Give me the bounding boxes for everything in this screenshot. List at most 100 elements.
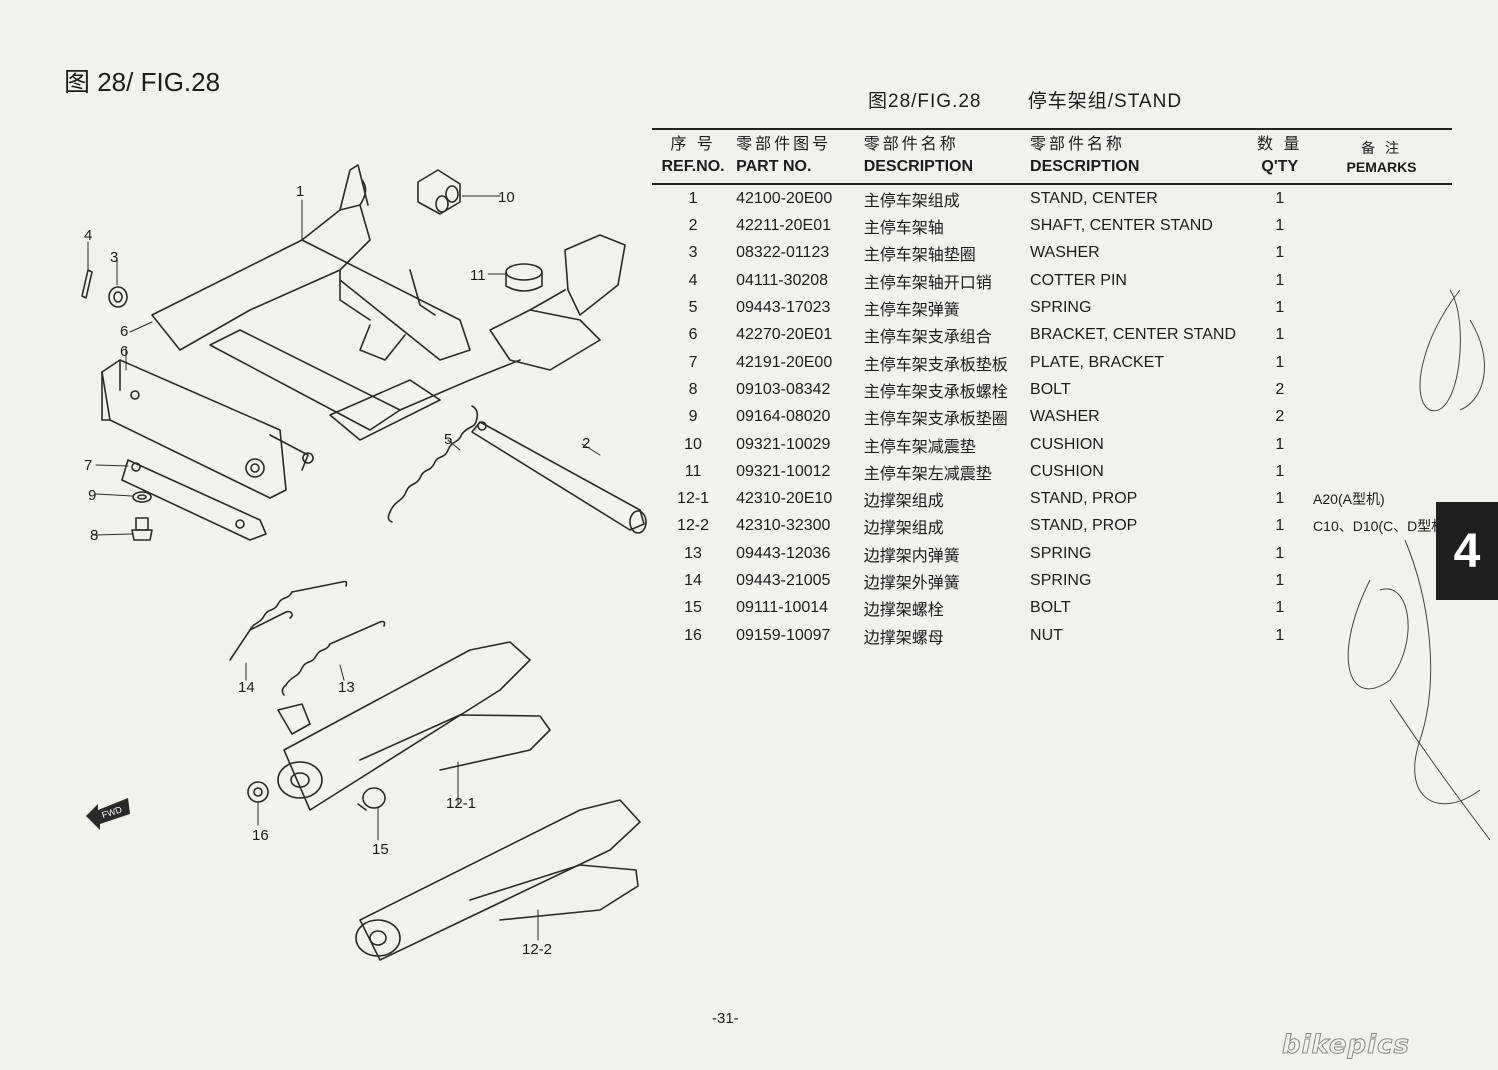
cell-description-cn: 主停车架支承板垫圈 xyxy=(863,411,1008,429)
callout-1: 1 xyxy=(296,183,304,200)
cell-description-cn: 边撑架组成 xyxy=(863,520,944,538)
cell-description-cn: 边撑架内弹簧 xyxy=(863,547,960,565)
cell-qty: 1 xyxy=(1275,571,1285,589)
cell-description-cn: 主停车架支承组合 xyxy=(863,329,992,347)
cell-part-no: 42270-20E01 xyxy=(736,326,833,344)
cell-part-no: 42191-20E00 xyxy=(736,353,833,371)
cell-part-no: 04111-30208 xyxy=(736,271,829,289)
callout-6-b: 6 xyxy=(120,343,128,360)
bracket-part xyxy=(101,359,314,499)
cell-part-no: 42211-20E01 xyxy=(736,217,832,235)
callout-8: 8 xyxy=(90,527,98,544)
cell-qty: 1 xyxy=(1275,271,1285,289)
cell-description-en: SHAFT, CENTER STAND xyxy=(1030,217,1213,235)
cell-description-en: WASHER xyxy=(1030,408,1100,426)
cell-ref-no: 4 xyxy=(688,271,698,289)
cell-description-cn: 主停车架弹簧 xyxy=(863,302,960,320)
cell-ref-no: 9 xyxy=(688,408,698,426)
callout-16: 16 xyxy=(252,827,269,844)
cushions xyxy=(417,169,543,292)
cell-remarks xyxy=(1311,240,1452,267)
cell-qty: 1 xyxy=(1275,544,1285,562)
cell-qty: 1 xyxy=(1275,353,1285,371)
cell-part-no: 09164-08020 xyxy=(736,408,831,426)
callout-7: 7 xyxy=(84,457,92,474)
handwritten-scribble xyxy=(1347,289,1491,840)
cell-part-no: 42310-32300 xyxy=(736,517,831,535)
exploded-parts-diagram: 1 2 3 4 5 6 6 7 8 9 10 11 12-1 12-2 13 1… xyxy=(81,164,647,961)
cell-description-en: STAND, PROP xyxy=(1030,517,1138,535)
callout-10: 10 xyxy=(498,189,515,206)
cell-description-cn: 主停车架组成 xyxy=(863,192,960,210)
center-stand-part xyxy=(151,164,626,441)
callout-6-a: 6 xyxy=(120,323,128,340)
cell-part-no: 42310-20E10 xyxy=(736,490,833,508)
cell-description-cn: 主停车架支承板螺栓 xyxy=(863,383,1008,401)
cell-part-no: 08322-01123 xyxy=(736,244,830,262)
cell-description-en: STAND, PROP xyxy=(1030,490,1138,508)
cell-qty: 1 xyxy=(1275,299,1285,317)
cell-description-cn: 主停车架轴 xyxy=(863,220,944,238)
cell-part-no: 09321-10012 xyxy=(736,462,831,480)
cell-part-no: 09159-10097 xyxy=(736,626,831,644)
cell-qty: 1 xyxy=(1275,435,1285,453)
cell-qty: 1 xyxy=(1275,517,1285,535)
cell-description-en: SPRING xyxy=(1030,571,1092,589)
cell-qty: 1 xyxy=(1275,462,1285,480)
cell-description-en: PLATE, BRACKET xyxy=(1030,353,1165,371)
cell-remarks xyxy=(1311,212,1452,239)
cell-description-en: BOLT xyxy=(1030,380,1071,398)
cell-part-no: 09443-21005 xyxy=(736,571,831,589)
cell-remarks xyxy=(1311,184,1452,212)
cell-description-cn: 边撑架组成 xyxy=(863,493,944,511)
page-number: -31- xyxy=(712,1010,739,1027)
cell-qty: 1 xyxy=(1275,490,1285,508)
shaft-part-2 xyxy=(471,421,647,534)
cell-qty: 2 xyxy=(1275,380,1285,398)
cell-qty: 1 xyxy=(1275,244,1285,262)
cell-description-en: COTTER PIN xyxy=(1030,271,1127,289)
small-hardware xyxy=(81,269,153,541)
cell-description-en: BOLT xyxy=(1030,599,1071,617)
cell-part-no: 09321-10029 xyxy=(736,435,831,453)
cell-description-cn: 边撑架外弹簧 xyxy=(863,574,960,592)
fwd-arrow-icon: FWD xyxy=(86,798,130,830)
cell-ref-no: 16 xyxy=(684,626,702,644)
cell-part-no: 09103-08342 xyxy=(736,380,831,398)
callout-2: 2 xyxy=(582,435,590,452)
figure-title-left: 图 28/ FIG.28 xyxy=(64,67,221,97)
cell-ref-no: 1 xyxy=(688,189,698,207)
spring-part-5 xyxy=(387,405,479,523)
callout-3: 3 xyxy=(110,249,118,266)
cell-ref-no: 12-1 xyxy=(677,490,710,508)
cell-description-en: SPRING xyxy=(1030,299,1092,317)
callout-13: 13 xyxy=(338,679,355,696)
cell-description-cn: 边撑架螺母 xyxy=(863,629,944,647)
cell-description-en: CUSHION xyxy=(1030,462,1104,480)
springs-13-14 xyxy=(229,580,386,696)
cell-qty: 1 xyxy=(1275,626,1285,644)
cell-description-en: NUT xyxy=(1030,626,1063,644)
prop-stand-12-1 xyxy=(277,641,551,811)
section-tab: 4 xyxy=(1436,502,1498,600)
cell-description-cn: 主停车架支承板垫板 xyxy=(863,356,1008,374)
cell-description-cn: 边撑架螺栓 xyxy=(863,602,944,620)
callout-14: 14 xyxy=(238,679,255,696)
